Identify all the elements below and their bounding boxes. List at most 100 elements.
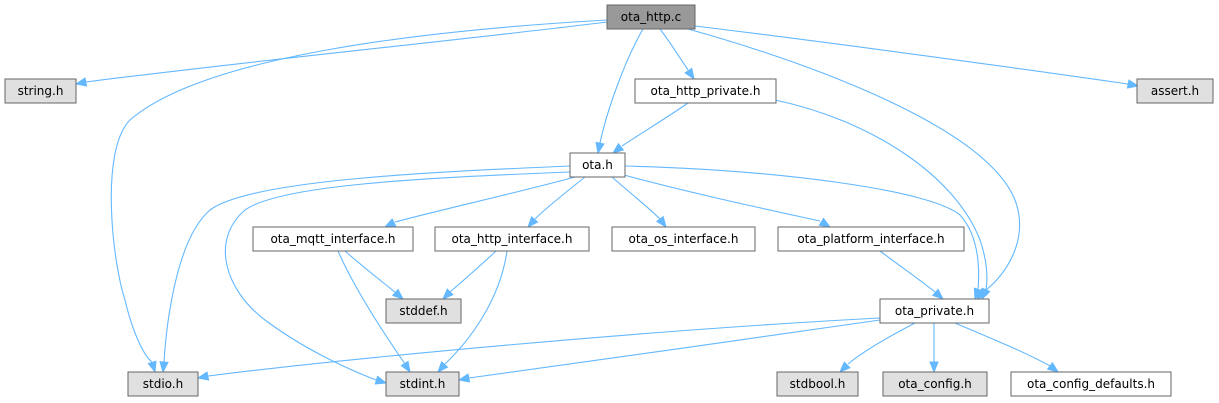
edge-ota-private-h-to-ota-config-defaults-h xyxy=(954,322,1060,373)
node-label: stdbool.h xyxy=(790,377,846,391)
node-label: ota_private.h xyxy=(895,304,974,318)
node-box xyxy=(776,371,859,397)
nodes-layer: ota_http.c string.h ota_http_private.h asse… xyxy=(4,4,1214,397)
edge-line xyxy=(879,250,936,293)
edge-line xyxy=(85,21,608,83)
node-box xyxy=(882,371,988,397)
edge-ota-h-to-stdint-h xyxy=(224,171,571,385)
edge-line xyxy=(534,176,586,220)
edge-arrowhead xyxy=(196,371,210,381)
edge-arrowhead xyxy=(839,361,851,373)
edge-line xyxy=(847,322,916,365)
edge-ota-h-to-ota-mqtt-interface-h xyxy=(383,176,576,228)
edge-arrowhead xyxy=(374,375,388,385)
node-label: assert.h xyxy=(1151,84,1199,98)
edge-arrowhead xyxy=(159,361,169,374)
edge-line xyxy=(687,28,1021,291)
edge-ota-platform-interface-h-to-ota-private-h xyxy=(879,250,945,300)
edge-arrowhead xyxy=(74,77,88,87)
node-box xyxy=(252,226,414,252)
edge-ota-http-c-to-assert-h xyxy=(694,25,1140,89)
edge-ota-http-c-to-ota-h xyxy=(595,28,644,155)
edge-line xyxy=(224,171,571,381)
edge-line xyxy=(449,250,497,293)
node-ota-os-interface-h[interactable]: ota_os_interface.h xyxy=(611,226,756,252)
edge-arrowhead xyxy=(147,360,157,374)
edge-line xyxy=(163,165,571,363)
edge-line xyxy=(623,174,821,222)
edge-arrowhead xyxy=(929,361,939,374)
node-assert-h: assert.h xyxy=(1136,78,1214,104)
node-label: stdint.h xyxy=(400,377,446,391)
edge-line xyxy=(344,250,397,294)
edge-ota-http-c-to-ota-http-private-h xyxy=(659,28,695,81)
edge-line xyxy=(621,102,689,147)
node-label: ota_config.h xyxy=(898,377,972,391)
node-label: ota_http.c xyxy=(621,10,681,24)
edge-arrowhead xyxy=(527,215,539,229)
node-ota-http-c[interactable]: ota_http.c xyxy=(606,4,696,30)
edge-line xyxy=(599,28,644,144)
edge-ota-http-private-h-to-ota-private-h xyxy=(774,99,991,301)
node-stdint-h: stdint.h xyxy=(385,371,460,397)
node-box xyxy=(777,226,965,252)
edge-ota-h-to-ota-os-interface-h xyxy=(611,176,667,229)
edge-line xyxy=(659,28,689,71)
edge-ota-private-h-to-ota-config-h xyxy=(929,323,939,374)
node-box xyxy=(385,298,462,324)
node-stdio-h: stdio.h xyxy=(127,371,199,397)
edge-arrowhead xyxy=(1126,79,1140,89)
edge-line xyxy=(337,250,406,365)
edge-ota-http-private-h-to-ota-h xyxy=(611,102,689,154)
edge-line xyxy=(624,165,980,291)
node-label: string.h xyxy=(18,84,64,98)
node-ota-platform-interface-h[interactable]: ota_platform_interface.h xyxy=(777,226,965,252)
node-ota-h[interactable]: ota.h xyxy=(569,152,626,178)
node-box xyxy=(879,298,990,324)
edge-ota-private-h-to-stdio-h xyxy=(196,317,881,381)
node-ota-private-h[interactable]: ota_private.h xyxy=(879,298,990,324)
node-ota-config-defaults-h[interactable]: ota_config_defaults.h xyxy=(1010,371,1172,397)
edge-arrowhead xyxy=(1046,361,1060,373)
node-box xyxy=(1136,78,1214,104)
edge-line xyxy=(110,19,608,363)
node-label: ota_mqtt_interface.h xyxy=(270,232,395,246)
edge-line xyxy=(207,317,881,377)
node-label: ota_config_defaults.h xyxy=(1027,377,1155,391)
edge-ota-h-to-ota-private-h xyxy=(624,165,983,301)
node-label: ota_platform_interface.h xyxy=(797,232,944,246)
edge-arrowhead xyxy=(457,373,471,383)
edge-ota-http-interface-h-to-stdint-h xyxy=(437,250,508,374)
node-ota-mqtt-interface-h[interactable]: ota_mqtt_interface.h xyxy=(252,226,414,252)
edge-arrowhead xyxy=(973,287,983,301)
edge-ota-http-interface-h-to-stddef-h xyxy=(442,250,497,300)
edge-ota-h-to-stdio-h xyxy=(159,165,571,374)
node-label: stdio.h xyxy=(143,377,183,391)
edge-arrowhead xyxy=(437,360,449,374)
node-box xyxy=(1010,371,1172,397)
edge-arrowhead xyxy=(818,217,832,228)
edges-layer xyxy=(74,19,1140,385)
node-ota-http-interface-h[interactable]: ota_http_interface.h xyxy=(434,226,590,252)
node-string-h: string.h xyxy=(4,78,77,104)
edge-ota-private-h-to-stdbool-h xyxy=(839,322,916,373)
edge-arrowhead xyxy=(981,287,991,301)
node-ota-http-private-h[interactable]: ota_http_private.h xyxy=(634,78,777,104)
edge-arrowhead xyxy=(655,215,667,229)
node-box xyxy=(606,4,696,30)
edge-line xyxy=(468,319,881,379)
edge-ota-http-c-to-ota-private-h xyxy=(687,28,1021,300)
node-stdbool-h: stdbool.h xyxy=(776,371,859,397)
node-box xyxy=(385,371,460,397)
node-label: ota.h xyxy=(582,158,613,172)
edge-arrowhead xyxy=(595,141,605,155)
edge-ota-h-to-ota-http-interface-h xyxy=(527,176,586,229)
node-box xyxy=(634,78,777,104)
edge-arrowhead xyxy=(931,288,945,300)
edge-line xyxy=(694,25,1129,85)
edge-line xyxy=(394,176,576,223)
node-label: ota_os_interface.h xyxy=(629,232,739,246)
edge-ota-http-c-to-stdio-h xyxy=(110,19,608,374)
edge-arrowhead xyxy=(611,142,625,154)
